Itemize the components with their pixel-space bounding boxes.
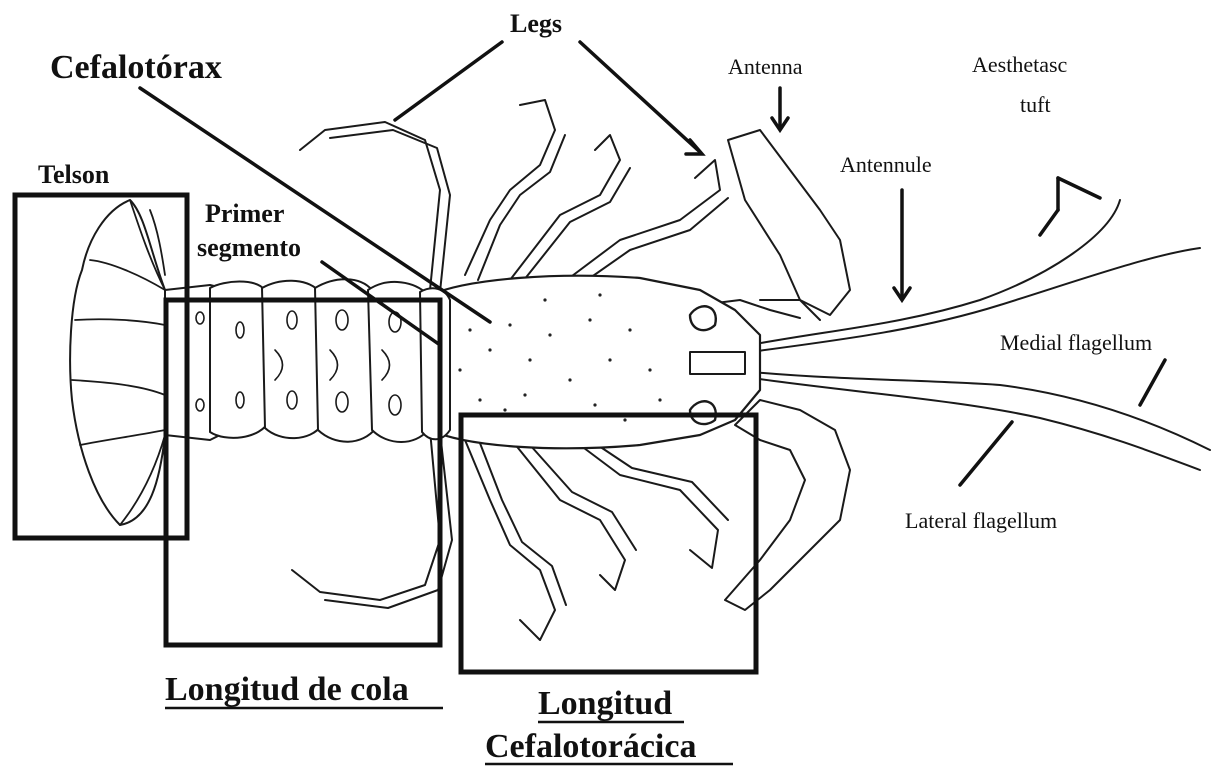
label-aesthetasc-line1: Aesthetasc — [972, 52, 1068, 77]
cephalothorax-length-box — [461, 415, 756, 672]
label-longitud-ceph-line2: Cefalotorácica — [485, 728, 696, 765]
label-primer-line2: segmento — [197, 233, 301, 262]
label-primer-line1: Primer — [205, 199, 284, 228]
label-antenna: Antenna — [728, 54, 803, 79]
label-lateral-flagellum: Lateral flagellum — [905, 508, 1057, 533]
label-telson: Telson — [38, 160, 110, 189]
label-longitud-cola: Longitud de cola — [165, 671, 409, 708]
tail-fan — [70, 200, 165, 525]
label-aesthetasc-line2: tuft — [1020, 92, 1051, 117]
label-antennule: Antennule — [840, 152, 932, 177]
abdomen — [165, 279, 450, 442]
label-medial-flagellum: Medial flagellum — [1000, 330, 1152, 355]
aesthetasc-tuft-marker — [1040, 178, 1100, 235]
legs-upper — [300, 100, 728, 292]
medial-flagellum-leader — [1140, 360, 1165, 405]
label-longitud-ceph-line1: Longitud — [538, 685, 672, 722]
legs-lower — [292, 428, 728, 640]
legs-leader-left — [395, 42, 502, 120]
legs-leader-right — [580, 42, 700, 152]
label-cefalotorax: Cefalotórax — [50, 49, 222, 86]
label-legs: Legs — [510, 9, 562, 38]
lateral-flagellum-leader — [960, 422, 1012, 485]
lobster-illustration — [70, 100, 1210, 640]
